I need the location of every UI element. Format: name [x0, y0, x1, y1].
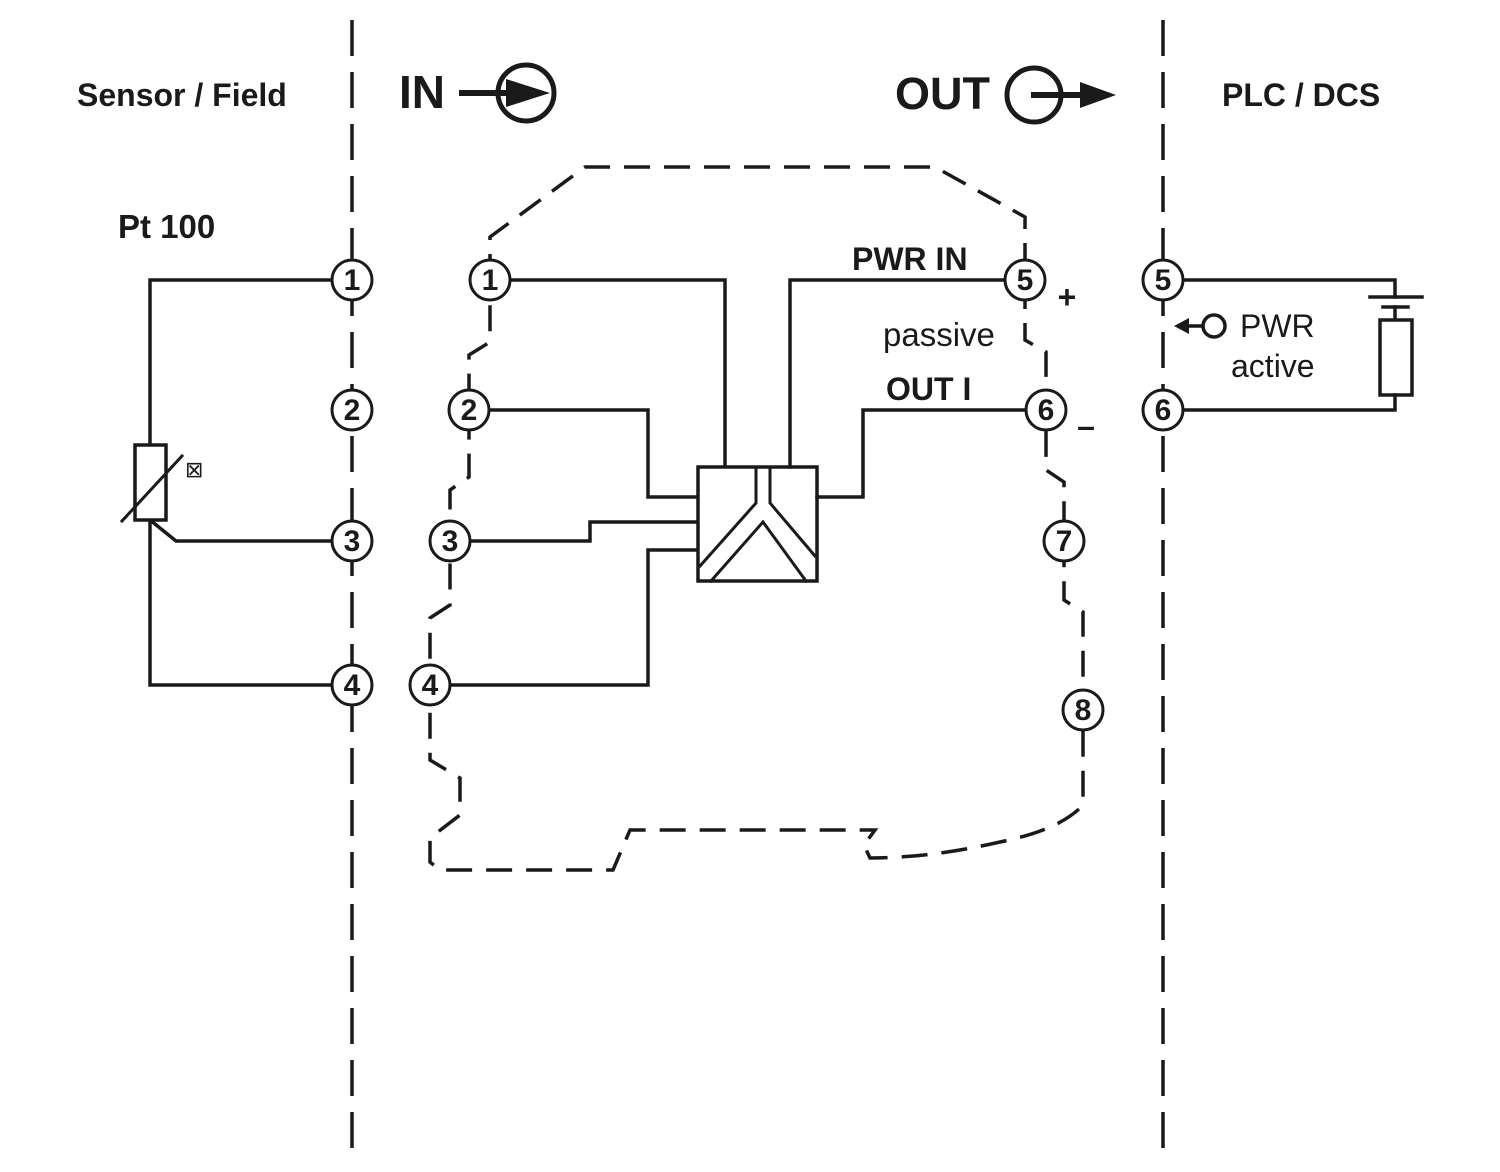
terminal-number: 6: [1155, 394, 1172, 427]
sensor-field-heading: Sensor / Field: [77, 77, 287, 113]
terminal-number: 4: [344, 669, 361, 702]
terminal-circle: [1024, 388, 1068, 432]
module-housing-outline: [428, 165, 1085, 872]
terminal-circle: [1141, 258, 1185, 302]
plus-sign: +: [1058, 279, 1077, 315]
terminal-number: 4: [422, 669, 439, 702]
plc-terminal-6: 6: [1141, 388, 1185, 432]
active-label: active: [1231, 348, 1315, 384]
wire-sensor-to-terminal-1: [148, 278, 334, 447]
terminal-circle: [468, 258, 512, 302]
terminal-circle: [428, 519, 472, 563]
terminal-circle: [330, 388, 374, 432]
terminal-circle: [1141, 388, 1185, 432]
terminal-circle: [408, 663, 452, 707]
converter-split-left: [697, 465, 758, 569]
active-power-arrow-head: [1174, 318, 1189, 334]
plc-terminal-5: 5: [1141, 258, 1185, 302]
wire-input-4-to-converter: [448, 548, 700, 687]
wire-plc-5-to-source: [1181, 278, 1397, 299]
module-input-terminal-2: 2: [447, 388, 491, 432]
converter-block: [696, 465, 819, 584]
terminal-circle: [447, 388, 491, 432]
pt100-resistor-symbol: ⊠: [119, 443, 203, 524]
module-input-terminal-3: 3: [428, 519, 472, 563]
field-terminal-1: 1: [330, 258, 374, 302]
terminal-number: 5: [1017, 264, 1034, 297]
wire-input-1-to-converter: [508, 278, 727, 469]
wire-sensor-to-terminal-3: [147, 517, 334, 543]
module-output-terminal-8: 8: [1061, 688, 1105, 732]
variable-resistor-slash: [119, 453, 185, 524]
pwr-label: PWR: [1240, 308, 1315, 344]
pt100-label: Pt 100: [118, 208, 215, 245]
terminal-number: 5: [1155, 264, 1172, 297]
terminal-circle: [1042, 519, 1086, 563]
terminal-number: 7: [1056, 525, 1073, 558]
terminal-number: 3: [442, 525, 459, 558]
terminal-circle: [330, 663, 374, 707]
out-i-label: OUT I: [886, 371, 971, 407]
output-arrow-icon: [1004, 65, 1116, 125]
input-arrow-head: [506, 79, 550, 107]
terminal-circle: [330, 519, 374, 563]
wire-load-to-plc-6: [1181, 393, 1397, 412]
wire-sensor-to-terminal-4: [148, 518, 334, 687]
active-power-arrow-icon: [1174, 313, 1227, 339]
input-arrow-icon: [459, 62, 557, 124]
terminal-number: 1: [482, 264, 499, 297]
wire-converter-to-pwr-in: [788, 278, 1007, 469]
resistor-body: [133, 443, 168, 522]
in-heading: IN: [399, 66, 445, 118]
module-input-terminal-1: 1: [468, 258, 512, 302]
terminal-number: 3: [344, 525, 361, 558]
wire-input-3-to-converter: [468, 520, 700, 543]
output-arrow-head: [1080, 82, 1116, 108]
passive-label: passive: [883, 316, 995, 353]
module-input-terminal-4: 4: [408, 663, 452, 707]
minus-sign: –: [1077, 408, 1095, 444]
terminal-circle: [1061, 688, 1105, 732]
wire-input-2-to-converter: [487, 408, 700, 499]
terminal-number: 1: [344, 264, 361, 297]
field-terminal-3: 3: [330, 519, 374, 563]
module-output-terminal-7: 7: [1042, 519, 1086, 563]
load-resistor-symbol: [1378, 318, 1414, 397]
out-heading: OUT: [895, 68, 990, 119]
terminal-number: 6: [1038, 394, 1055, 427]
wire-converter-to-out-i: [815, 408, 1028, 499]
pwr-in-label: PWR IN: [852, 241, 968, 277]
module-output-terminal-6: 6: [1024, 388, 1068, 432]
terminal-circle: [1003, 258, 1047, 302]
field-terminal-2: 2: [330, 388, 374, 432]
terminal-circle: [330, 258, 374, 302]
terminal-number: 8: [1075, 694, 1092, 727]
temperature-symbol: ⊠: [185, 458, 203, 483]
plc-dcs-heading: PLC / DCS: [1222, 77, 1380, 113]
active-power-arrow-circle: [1201, 313, 1227, 339]
field-terminal-4: 4: [330, 663, 374, 707]
terminal-number: 2: [344, 394, 361, 427]
module-output-terminal-5: 5: [1003, 258, 1047, 302]
converter-split-inner: [708, 519, 809, 584]
converter-split-right: [768, 465, 818, 559]
terminal-number: 2: [461, 394, 478, 427]
